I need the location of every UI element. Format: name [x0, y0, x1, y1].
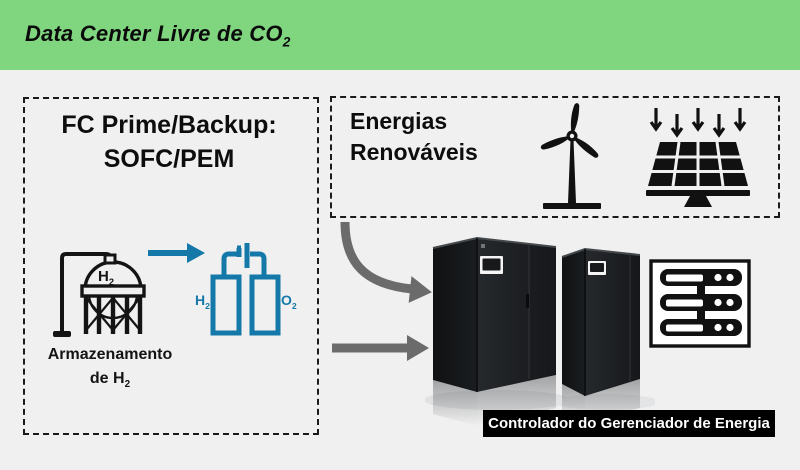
- fuel-cell-title: FC Prime/Backup: SOFC/PEM: [23, 108, 315, 176]
- storage-caption-line2-sub: 2: [124, 379, 131, 391]
- server-rack-icon: [649, 259, 751, 348]
- header-banner: Data Center Livre de CO2: [0, 0, 800, 70]
- cylinder-o2-label: O2: [281, 292, 307, 311]
- fuel-cell-title-line1: FC Prime/Backup:: [61, 111, 277, 139]
- tank-h2-label: H2: [98, 268, 138, 287]
- wind-turbine-icon: [540, 103, 601, 209]
- page-title: Data Center Livre de CO2: [25, 21, 290, 49]
- straight-arrow-head: [407, 335, 429, 361]
- fuel-cell-title-line2: SOFC/PEM: [103, 145, 235, 173]
- storage-caption-line1: Armazenamento: [47, 346, 173, 363]
- storage-caption: Armazenamento de H2: [30, 343, 190, 397]
- curved-arrow-icon: [340, 221, 413, 294]
- cylinder-h2-sub: 2: [205, 300, 210, 311]
- fuel-cell-box: [23, 97, 319, 435]
- cylinder-h2-text: H: [195, 292, 206, 308]
- cabinet-large: [432, 236, 557, 426]
- renewables-box: [330, 96, 780, 218]
- controller-label: Controlador do Gerenciador de Energia: [483, 410, 775, 437]
- page-title-text: Data Center Livre de CO: [25, 20, 283, 46]
- electrolyzer-cylinders-icon: [210, 243, 281, 336]
- flow-arrows: [332, 221, 432, 361]
- renewables-title-line1: Energias: [350, 108, 448, 134]
- solar-panel-icon: [644, 108, 752, 207]
- cabinet-small: [561, 247, 641, 424]
- ups-cabinets-icon: [425, 236, 655, 426]
- storage-caption-line2-text: de H: [89, 370, 125, 387]
- cylinder-o2-text: O: [281, 292, 292, 308]
- renewables-title-line2: Renováveis: [350, 139, 478, 165]
- cylinder-o2-sub: 2: [291, 300, 297, 311]
- controller-label-text: Controlador do Gerenciador de Energia: [488, 415, 770, 432]
- cylinder-h2-label: H2: [186, 292, 210, 311]
- blue-arrow-icon: [148, 243, 205, 263]
- storage-caption-line2: de H2: [30, 367, 190, 397]
- renewables-title: Energias Renováveis: [350, 106, 530, 168]
- hydrogen-tank-icon: [53, 252, 146, 337]
- tank-h2-sub: 2: [108, 277, 115, 287]
- page-title-subscript: 2: [282, 34, 291, 50]
- tank-h2-text: H: [98, 268, 109, 285]
- curved-arrow-head: [408, 276, 432, 303]
